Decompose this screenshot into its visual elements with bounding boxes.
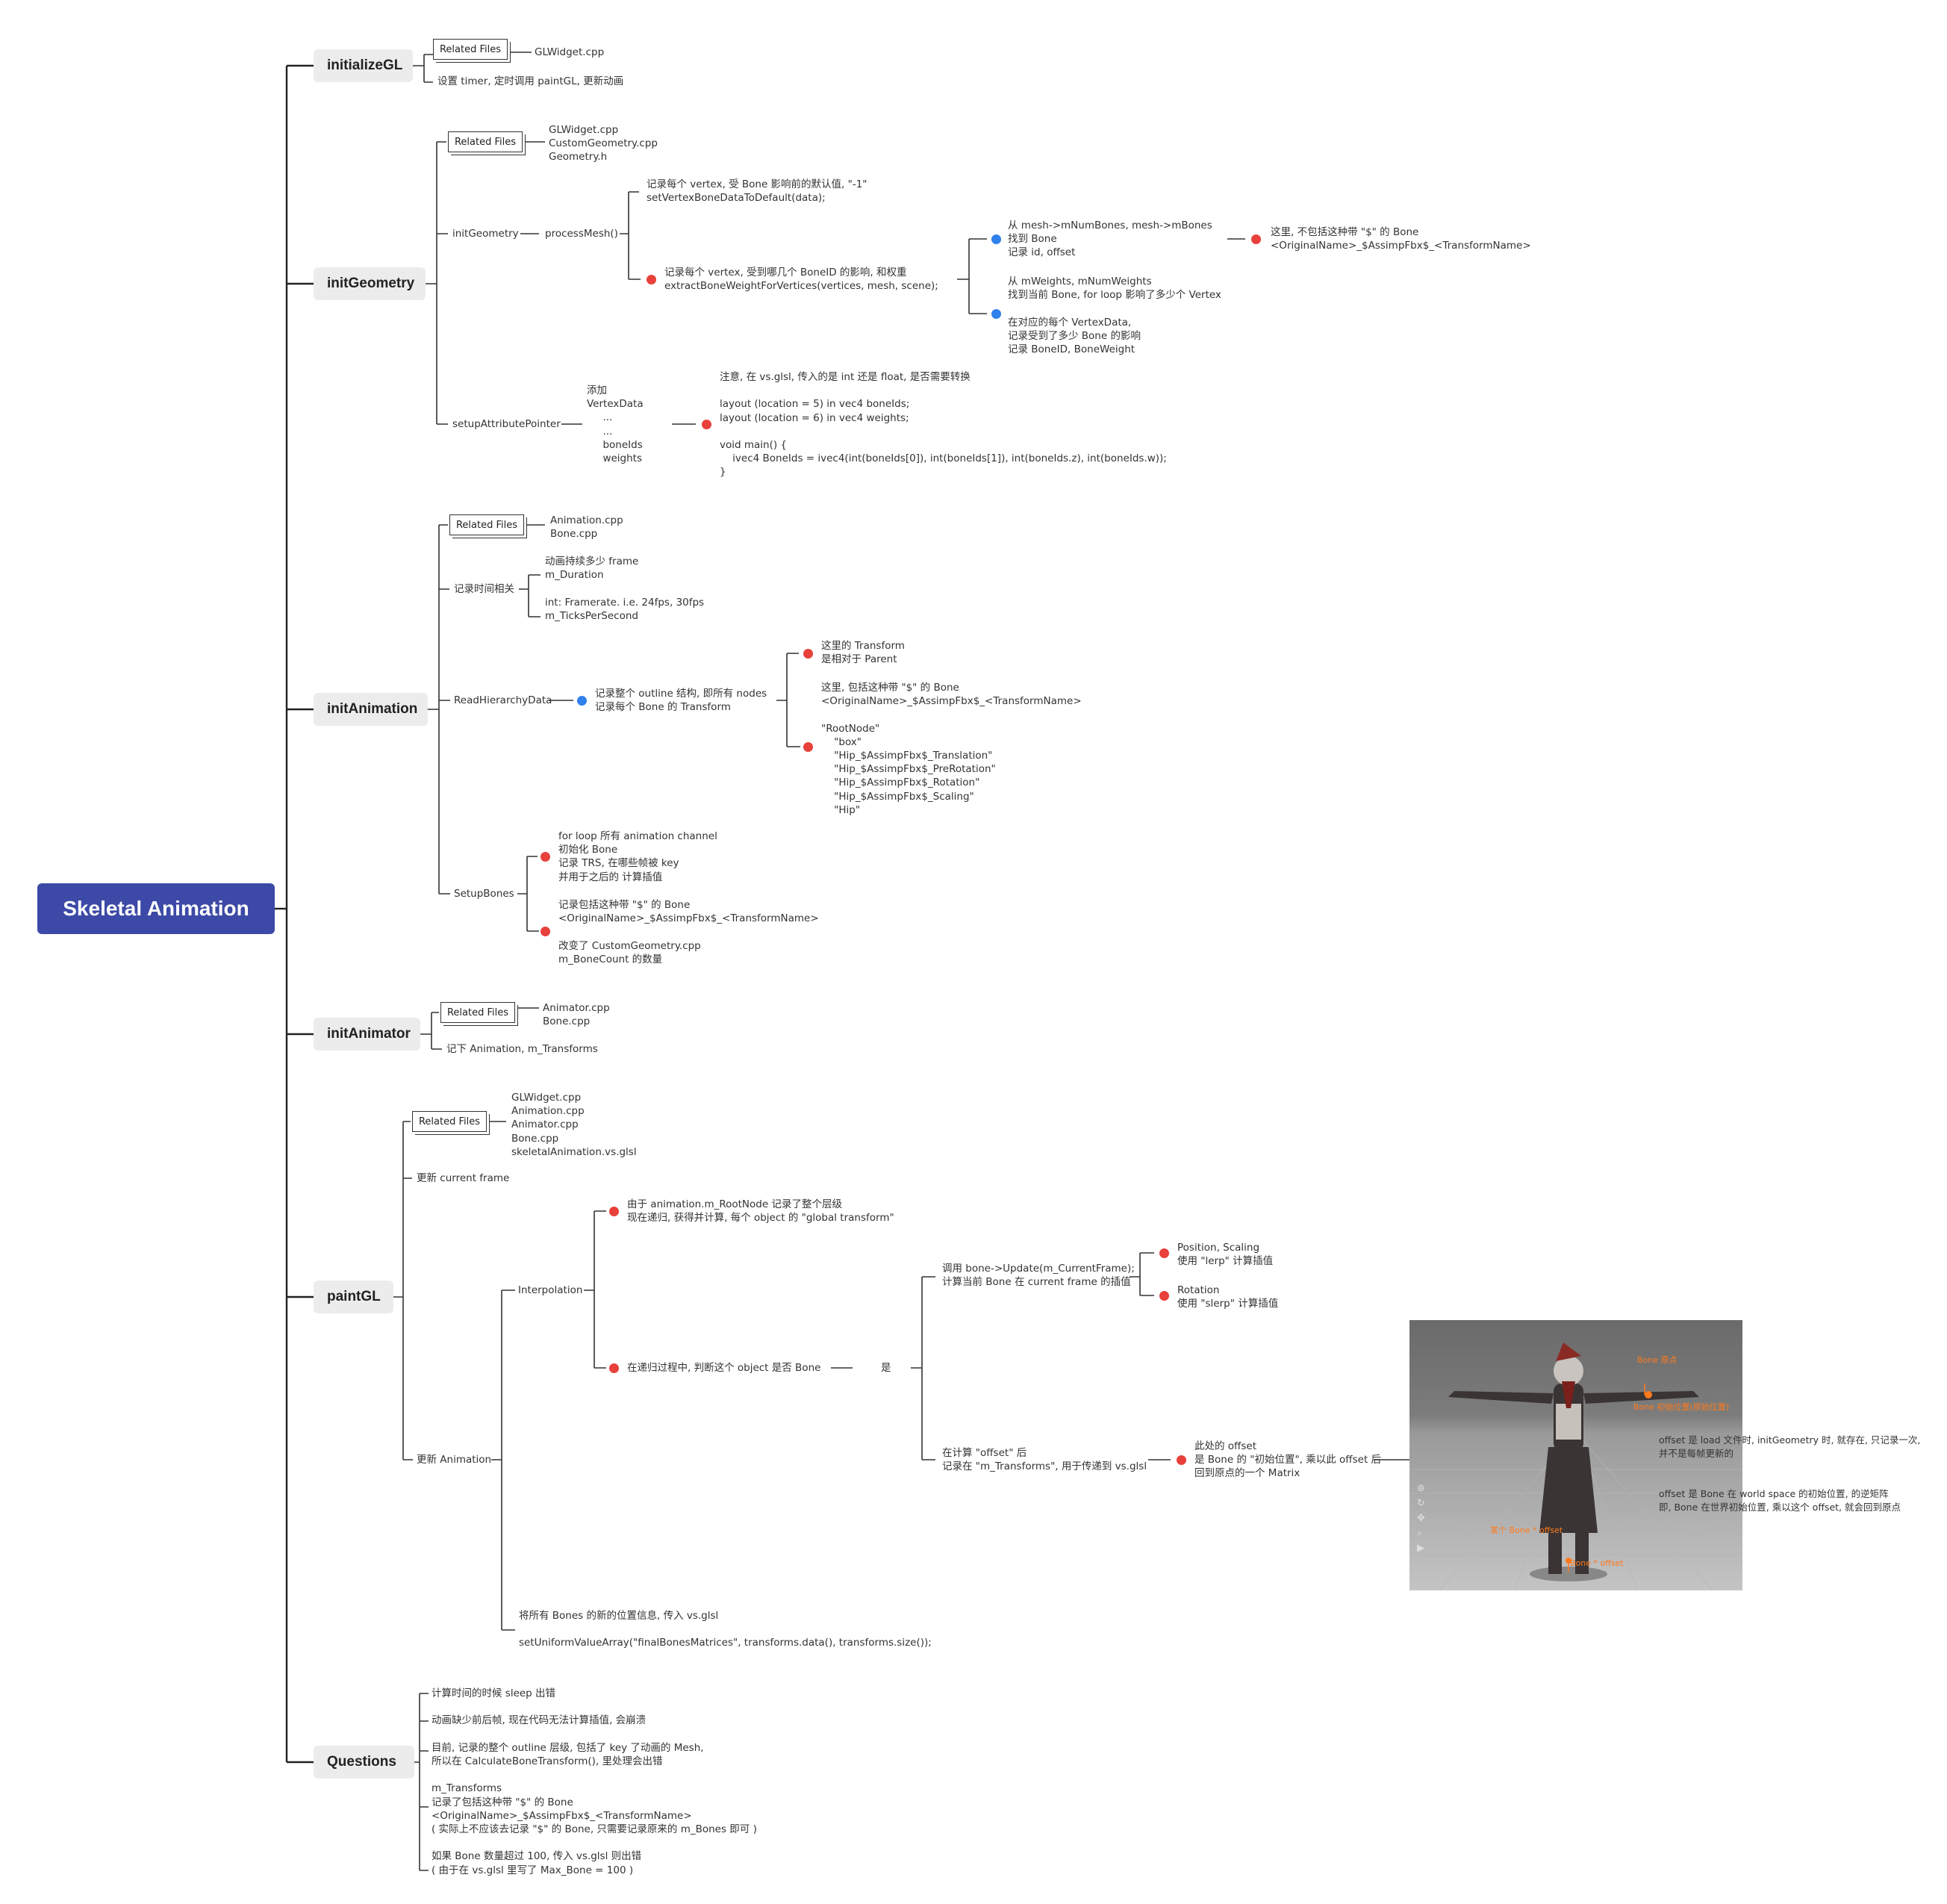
red-marker-icon [541,852,550,862]
offset-calc-note: 在计算 "offset" 后 记录在 "m_Transforms", 用于传递到… [942,1447,1147,1473]
figure-annotation: Bone 原点 [1637,1355,1677,1365]
hierarchy-include-note: 这里, 包括这种带 "$" 的 Bone <OriginalName>_$Ass… [821,682,1082,816]
topic-initgeometry[interactable]: initGeometry [314,267,426,300]
send-bones-note: 将所有 Bones 的新的位置信息, 传入 vs.glsl setUniform… [519,1610,932,1649]
process-mesh-node[interactable]: processMesh() [545,228,618,240]
blue-marker-icon [991,309,1001,319]
related-files-box[interactable]: Related Files [448,131,523,152]
vertexdata-note: 添加 VertexData ... ... boneIds weights [587,385,644,465]
yes-node[interactable]: 是 [881,1362,891,1374]
glsl-note: 注意, 在 vs.glsl, 传入的是 int 还是 float, 是否需要转换… [720,371,1167,479]
default-value-note: 记录每个 vertex, 受 Bone 影响前的默认值, "-1" setVer… [647,178,867,205]
red-marker-icon [609,1207,619,1216]
red-marker-icon [609,1363,619,1373]
outline-note: 记录整个 outline 结构, 即所有 nodes 记录每个 Bone 的 T… [595,688,767,714]
red-marker-icon [803,649,813,659]
blue-marker-icon [577,696,587,706]
red-marker-icon [702,420,711,429]
setup-attribute-node[interactable]: setupAttributePointer [452,418,561,430]
orbit-icon: ⊕ [1417,1483,1425,1494]
figure-annotation: 某个 Bone * offset [1490,1525,1563,1535]
setup-bones-note: 记录包括这种带 "$" 的 Bone <OriginalName>_$Assim… [558,899,819,965]
offset-description: offset 是 load 文件时, initGeometry 时, 就存在, … [1659,1434,1921,1513]
position-scaling-note: Position, Scaling 使用 "lerp" 计算插值 [1177,1242,1274,1268]
duration-note: 动画持续多少 frame m_Duration int: Framerate. … [545,556,705,622]
relative-parent-note: 这里的 Transform 是相对于 Parent [821,640,905,666]
setup-bones-node[interactable]: SetupBones [454,888,514,900]
character-figure-icon [1409,1343,1742,1590]
timer-note: 设置 timer, 定时调用 paintGL, 更新动画 [437,75,624,87]
related-files-box[interactable]: Related Files [412,1111,487,1132]
red-marker-icon [1159,1248,1169,1258]
red-marker-icon [1251,234,1261,244]
is-bone-note: 在递归过程中, 判断这个 object 是否 Bone [627,1362,821,1374]
zoom-icon: ⌕ [1417,1528,1423,1539]
blue-marker-icon [991,234,1001,244]
bone-exclude-note: 这里, 不包括这种带 "$" 的 Bone <OriginalName>_$As… [1271,226,1531,252]
related-files-box[interactable]: Related Files [449,514,524,535]
figure-annotation: Bone * offset [1570,1558,1624,1568]
play-icon: ▶ [1417,1543,1424,1554]
character-screenshot: Bone 原点 Bone 初始位置(原始位置) 某个 Bone * offset… [1409,1320,1742,1590]
rotation-note: Rotation 使用 "slerp" 计算插值 [1177,1284,1279,1310]
topic-paintgl[interactable]: paintGL [314,1281,393,1313]
interpolation-node[interactable]: Interpolation [518,1284,583,1296]
related-files-box[interactable]: Related Files [440,1002,515,1023]
red-marker-icon [647,275,656,284]
time-related-node[interactable]: 记录时间相关 [454,583,514,595]
red-marker-icon [1177,1455,1186,1465]
figure-annotation: Bone 初始位置(原始位置) [1633,1402,1730,1412]
offset-note: 此处的 offset 是 Bone 的 "初始位置", 乘以此 offset 后… [1194,1440,1382,1480]
file-list: GLWidget.cpp [535,46,605,58]
topic-questions[interactable]: Questions [314,1746,414,1779]
weights-note: 从 mWeights, mNumWeights 找到当前 Bone, for l… [1008,276,1221,356]
mesh-bones-note: 从 mesh->mNumBones, mesh->mBones 找到 Bone … [1008,220,1212,259]
update-animation-node[interactable]: 更新 Animation [417,1454,492,1466]
file-list: Animator.cpp Bone.cpp [543,1002,610,1028]
recursive-note: 由于 animation.m_RootNode 记录了整个层级 现在递归, 获得… [627,1198,894,1225]
central-topic[interactable]: Skeletal Animation [37,883,275,934]
file-list: Animation.cpp Bone.cpp [550,514,623,541]
topic-initanimator[interactable]: initAnimator [314,1018,420,1051]
file-list: GLWidget.cpp Animation.cpp Animator.cpp … [511,1092,637,1158]
extract-weight-note: 记录每个 vertex, 受到哪几个 BoneID 的影响, 和权重 extra… [664,267,938,293]
topic-initializegl[interactable]: initializeGL [314,49,413,82]
red-marker-icon [541,927,550,936]
update-frame-node[interactable]: 更新 current frame [417,1172,510,1184]
read-hierarchy-node[interactable]: ReadHierarchyData [454,694,552,706]
bone-update-note: 调用 bone->Update(m_CurrentFrame); 计算当前 Bo… [942,1263,1135,1289]
setup-bones-note: for loop 所有 animation channel 初始化 Bone 记… [558,830,717,883]
topic-initanimation[interactable]: initAnimation [314,693,428,726]
pan-icon: ✥ [1417,1513,1425,1524]
related-files-box[interactable]: Related Files [433,39,508,60]
animator-note: 记下 Animation, m_Transforms [446,1043,598,1055]
rotate-icon: ↻ [1417,1498,1425,1509]
file-list: GLWidget.cpp CustomGeometry.cpp Geometry… [549,124,658,164]
red-marker-icon [803,742,813,752]
init-geometry-node[interactable]: initGeometry [452,228,519,240]
questions-list: 计算时间的时候 sleep 出错 动画缺少前后帧, 现在代码无法计算插值, 会崩… [432,1687,757,1876]
red-marker-icon [1159,1291,1169,1301]
